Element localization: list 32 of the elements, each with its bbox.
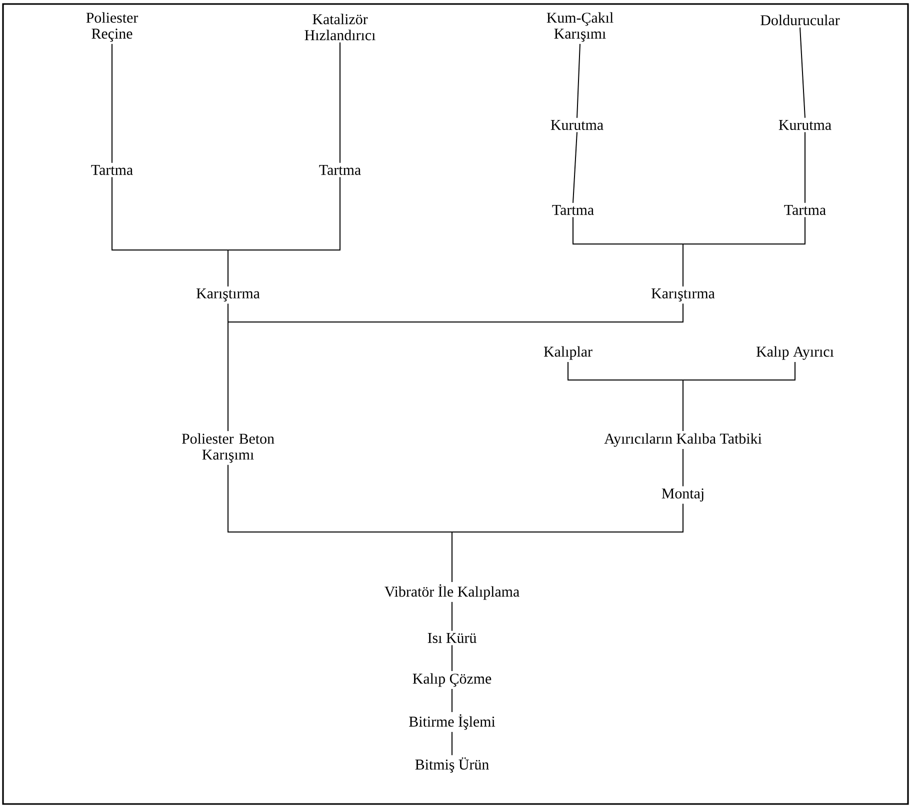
step-label: Kalıp Çözme bbox=[412, 673, 492, 687]
step-label: Karıştırma bbox=[652, 288, 715, 302]
step-label: Karıştırma bbox=[196, 288, 260, 302]
step-label: Bitirme İşlemi bbox=[409, 714, 496, 730]
connector-line bbox=[682, 361, 796, 432]
step-label: Isı Kürü bbox=[428, 633, 476, 643]
step-label: Kurutma bbox=[778, 120, 832, 130]
connector-line bbox=[682, 216, 806, 287]
connector-line bbox=[682, 448, 684, 487]
step-label: Ayırıcıların Kalıba Tatbiki bbox=[604, 433, 762, 447]
material-label: Kalıp Ayırıcı bbox=[756, 346, 834, 360]
connector-line bbox=[576, 43, 580, 118]
material-label: Kum-Çakıl Karışımı bbox=[546, 12, 614, 42]
step-label: Tartma bbox=[91, 165, 133, 175]
material-label: Katalizör Hızlandırıcı bbox=[304, 14, 376, 40]
connector-line bbox=[452, 503, 684, 583]
connector-line bbox=[572, 132, 578, 204]
material-label: Doldurucular bbox=[760, 14, 840, 26]
step-label: Tartma bbox=[319, 165, 361, 175]
connector-line bbox=[804, 132, 806, 204]
material-label: Poliester Reçine bbox=[86, 12, 138, 42]
step-label: Bitmiş Ürün bbox=[415, 757, 489, 773]
connector-line bbox=[800, 26, 806, 118]
step-label: Montaj bbox=[662, 488, 704, 502]
connector-line bbox=[228, 176, 340, 287]
connector-line bbox=[228, 303, 684, 432]
material-label: Kalıplar bbox=[544, 346, 592, 360]
step-label: Tartma bbox=[552, 205, 594, 215]
step-label: Kurutma bbox=[550, 120, 604, 130]
step-label: Tartma bbox=[784, 205, 826, 215]
step-label: Poliester Beton Karışımı bbox=[182, 433, 274, 463]
step-label: Vibratör İle Kalıplama bbox=[384, 584, 520, 600]
